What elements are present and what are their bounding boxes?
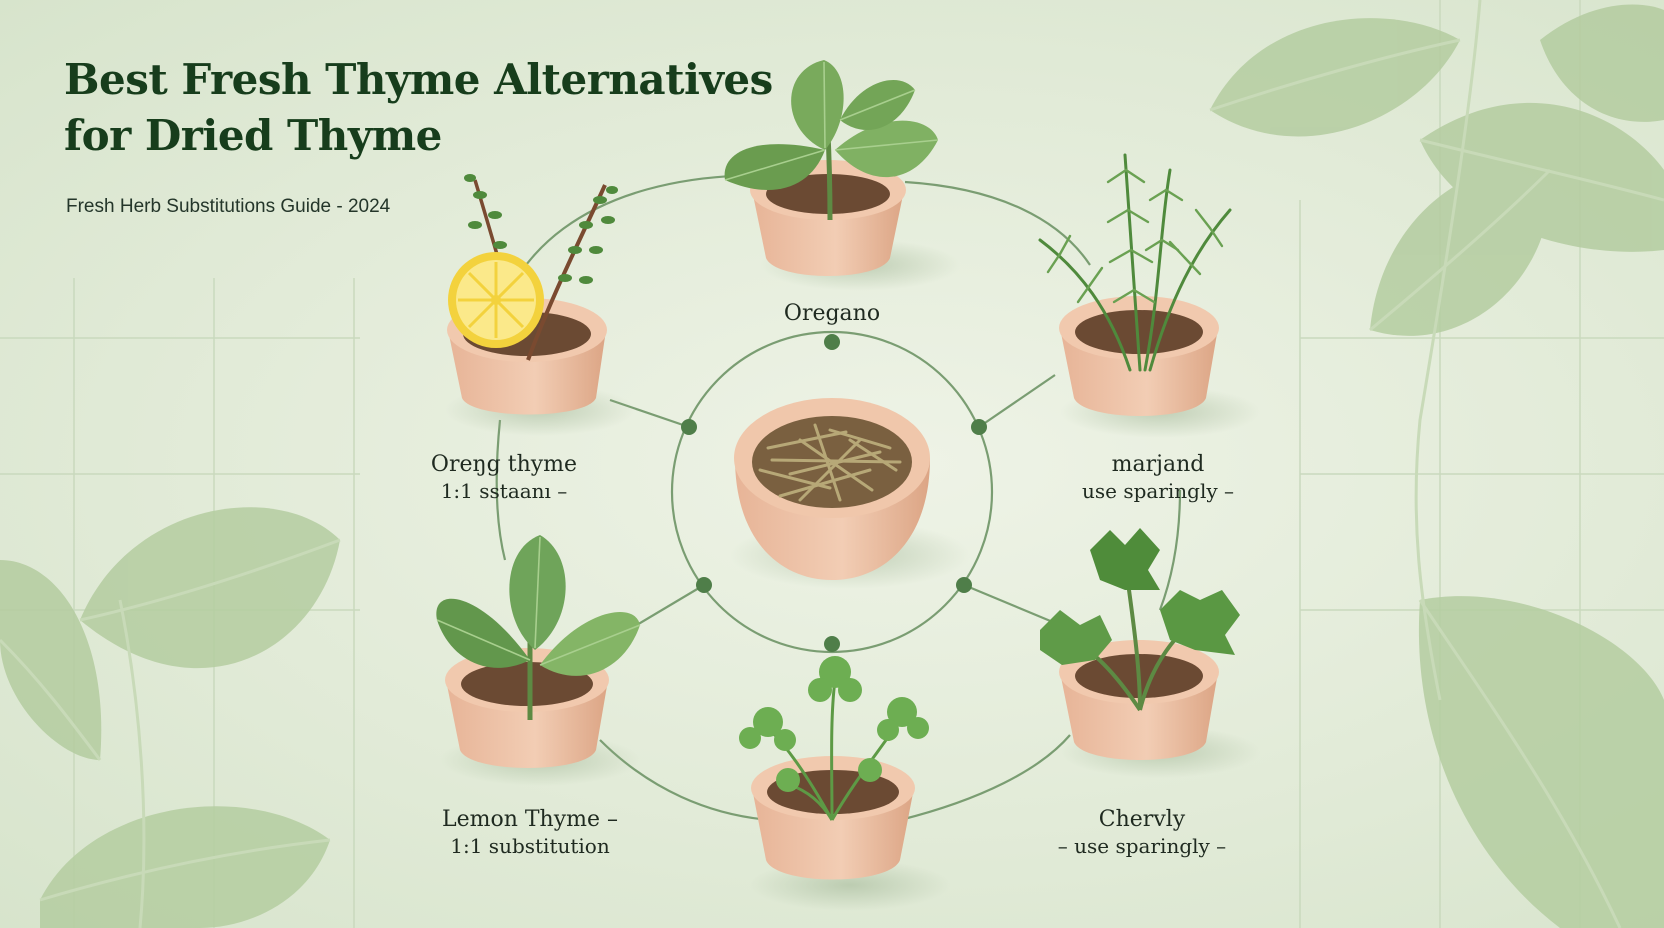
parsley-pot-icon [1040, 528, 1260, 778]
rosemary-pot-icon [1038, 153, 1260, 438]
label-chervil-note: – use sparingly – [1057, 834, 1227, 858]
connector-oregano-marjoram [904, 180, 1091, 266]
label-marjoram-name: marjand [1111, 452, 1205, 477]
label-oregano-name: Oregano [783, 301, 881, 326]
node-lower-left [696, 577, 712, 593]
page-title: Best Fresh Thyme Alternatives for Dried … [64, 52, 773, 164]
label-oregano: Oregano [702, 300, 962, 327]
node-lower-right [956, 577, 972, 593]
label-orange-thyme-note: 1:1 sstaanı – [440, 479, 568, 503]
label-lemon-thyme: Lemon Thyme – 1:1 substitution [400, 806, 660, 860]
subtitle: Fresh Herb Substitutions Guide - 2024 [66, 196, 391, 217]
label-orange-thyme: Oreŋg thyme 1:1 sstaanı – [374, 451, 634, 505]
label-marjoram: marjand use sparingly – [1028, 451, 1288, 505]
connector-right-arc [1158, 489, 1182, 611]
spoke-lower-right [963, 583, 1061, 627]
label-lemon-thyme-note: 1:1 substitution [450, 834, 610, 858]
title-line-2: for Dried Thyme [64, 111, 442, 160]
oregano-pot-icon [724, 60, 960, 291]
connector-nodes [681, 334, 987, 652]
node-upper-right [971, 419, 987, 435]
node-upper-left [681, 419, 697, 435]
dried-herb-bowl-icon [730, 398, 970, 589]
basil-pot-icon [436, 535, 641, 786]
thyme-lemon-pot-icon [445, 174, 635, 436]
label-marjoram-note: use sparingly – [1081, 479, 1235, 503]
label-lemon-thyme-name: Lemon Thyme – [441, 807, 619, 832]
label-chervil-name: Chervly [1098, 807, 1186, 832]
spoke-upper-right [978, 374, 1056, 428]
cilantro-pot-icon [739, 656, 950, 911]
title-line-1: Best Fresh Thyme Alternatives [64, 55, 773, 104]
label-orange-thyme-name: Oreŋg thyme [430, 452, 578, 477]
node-bottom [824, 636, 840, 652]
node-top [824, 334, 840, 350]
label-chervil: Chervly – use sparingly – [1012, 806, 1272, 860]
connector-cilantro-chervil [899, 734, 1071, 822]
connector-left-arc [495, 419, 507, 561]
